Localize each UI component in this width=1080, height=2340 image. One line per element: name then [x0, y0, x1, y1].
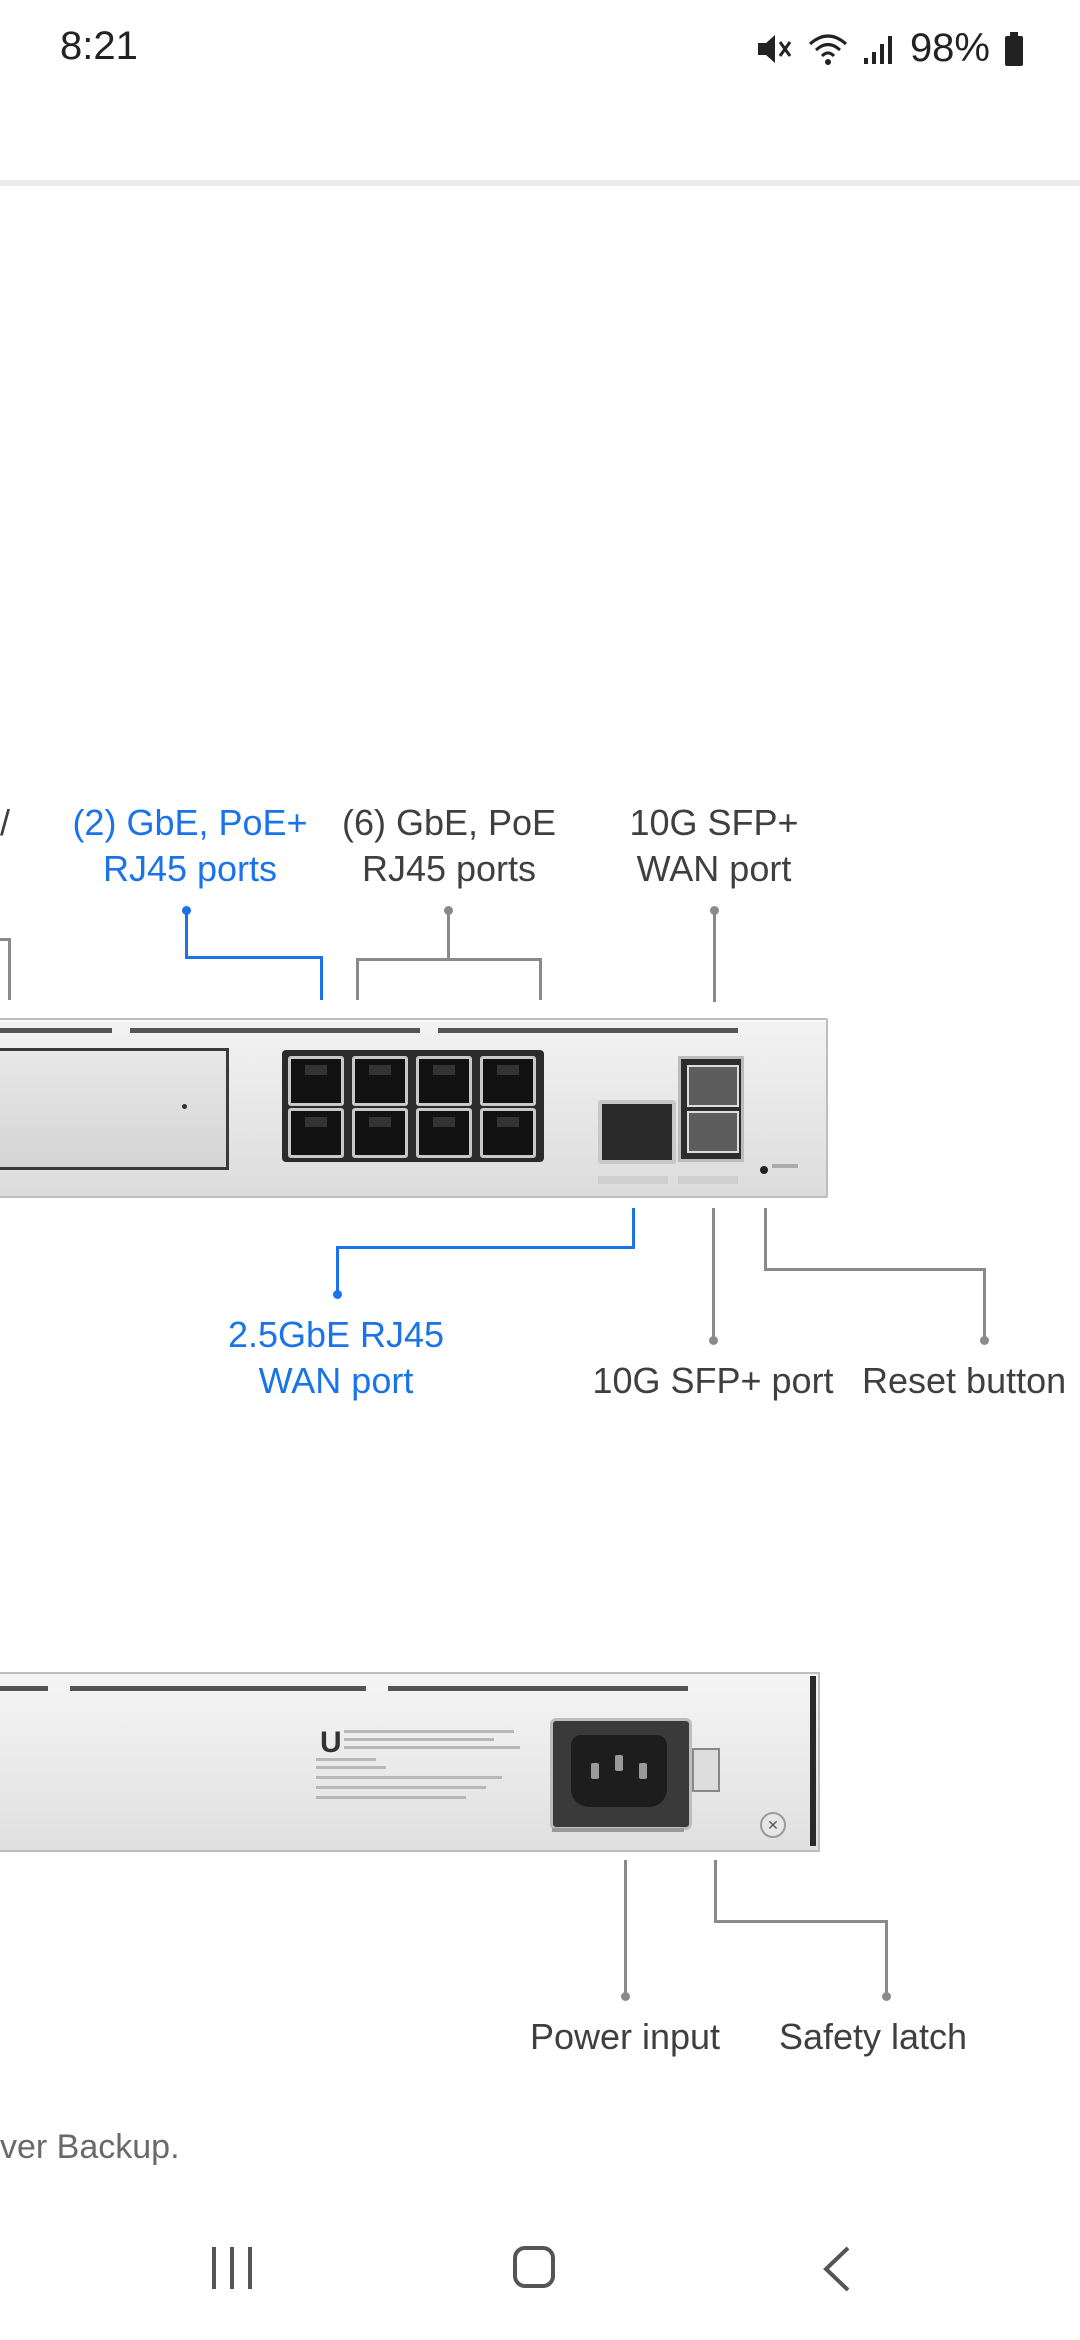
callout-line — [320, 956, 323, 1000]
gbe-poe-line1: (6) GbE, PoE — [341, 802, 557, 843]
safety-latch — [692, 1748, 720, 1792]
rj45-port-8 — [480, 1108, 536, 1158]
callout-dot — [980, 1336, 989, 1345]
regulatory-label — [316, 1724, 520, 1814]
rj45-port-2 — [352, 1056, 408, 1106]
power-rating-text — [552, 1828, 684, 1832]
rj45-port-4 — [480, 1056, 536, 1106]
top-divider — [0, 180, 1080, 186]
battery-icon — [1005, 31, 1023, 66]
callout-dot — [709, 1336, 718, 1345]
callout-line — [713, 910, 716, 1002]
back-icon[interactable] — [822, 2246, 852, 2297]
gbe-poe-plus-line2: RJ45 ports — [102, 848, 278, 889]
rj45-port-6 — [352, 1108, 408, 1158]
callout-line — [539, 958, 542, 1000]
callout-line — [712, 1208, 715, 1338]
rj45-port-block — [282, 1050, 544, 1162]
callout-line — [983, 1268, 986, 1338]
wan-25-label: 2.5GbE RJ45 WAN port — [214, 1312, 458, 1404]
callout-dot — [882, 1992, 891, 2001]
callout-line — [8, 938, 11, 1000]
partial-left-label: / — [0, 802, 11, 843]
battery-percent: 98% — [909, 26, 990, 70]
callout-dot — [621, 1992, 630, 2001]
sfp-port-bar — [678, 1176, 738, 1184]
sfp-wan-label: 10G SFP+ WAN port — [616, 800, 812, 892]
sfp-lan-slot — [687, 1111, 739, 1153]
callout-line — [885, 1920, 888, 1994]
callout-line — [336, 1246, 635, 1249]
sfp-port-block — [678, 1056, 744, 1162]
status-time: 8:21 — [60, 24, 138, 68]
gbe-poe-line2: RJ45 ports — [361, 848, 537, 889]
sfp-wan-line2: WAN port — [636, 848, 792, 889]
rj45-port-1 — [288, 1056, 344, 1106]
gbe-poe-plus-line1: (2) GbE, PoE+ — [72, 802, 308, 843]
callout-line — [714, 1860, 717, 1922]
callout-line — [356, 958, 542, 961]
wifi-icon — [808, 34, 847, 65]
home-icon[interactable] — [513, 2246, 555, 2288]
sfp-port-label: 10G SFP+ port — [592, 1360, 834, 1401]
callout-dot — [333, 1290, 342, 1299]
callout-line — [185, 910, 188, 958]
sfp-wan-line1: 10G SFP+ — [629, 802, 799, 843]
callout-line — [356, 958, 359, 1000]
screw-icon: ✕ — [760, 1812, 786, 1838]
rj45-port-5 — [288, 1108, 344, 1158]
ubiquiti-logo: U — [320, 1726, 342, 1759]
callout-line — [336, 1246, 339, 1292]
callout-line — [0, 938, 10, 941]
body-text-fragment: ver Backup. — [0, 2128, 180, 2166]
rj45-port-7 — [416, 1108, 472, 1158]
gbe-poe-plus-label: (2) GbE, PoE+ RJ45 ports — [72, 800, 308, 892]
drive-bay — [0, 1048, 229, 1170]
mute-icon — [757, 34, 792, 63]
rj45-port-3 — [416, 1056, 472, 1106]
signal-icon — [863, 35, 892, 64]
callout-line — [714, 1920, 888, 1923]
reset-button — [760, 1166, 768, 1174]
callout-line — [632, 1208, 635, 1248]
callout-line — [764, 1268, 986, 1271]
callout-line — [447, 910, 450, 958]
sfp-wan-slot — [687, 1065, 739, 1107]
power-input-label: Power input — [529, 2016, 721, 2057]
gbe-poe-label: (6) GbE, PoE RJ45 ports — [334, 800, 564, 892]
wan-port-bar — [598, 1176, 668, 1184]
callout-line — [185, 956, 323, 959]
power-input-port — [550, 1718, 692, 1830]
callout-line — [764, 1208, 767, 1270]
wan-25-line1: 2.5GbE RJ45 — [227, 1314, 445, 1355]
reset-button-label: Reset button — [862, 1360, 1067, 1401]
back-panel-edge — [810, 1676, 816, 1846]
recent-apps-icon[interactable] — [212, 2247, 252, 2289]
status-icons: 98% — [756, 26, 1024, 71]
callout-line — [624, 1860, 627, 1994]
wan-rj45-port — [598, 1100, 676, 1164]
drive-bay-indicator — [182, 1104, 187, 1109]
reset-label-mark — [772, 1164, 798, 1168]
safety-latch-label: Safety latch — [778, 2016, 968, 2057]
wan-25-line2: WAN port — [258, 1360, 414, 1401]
